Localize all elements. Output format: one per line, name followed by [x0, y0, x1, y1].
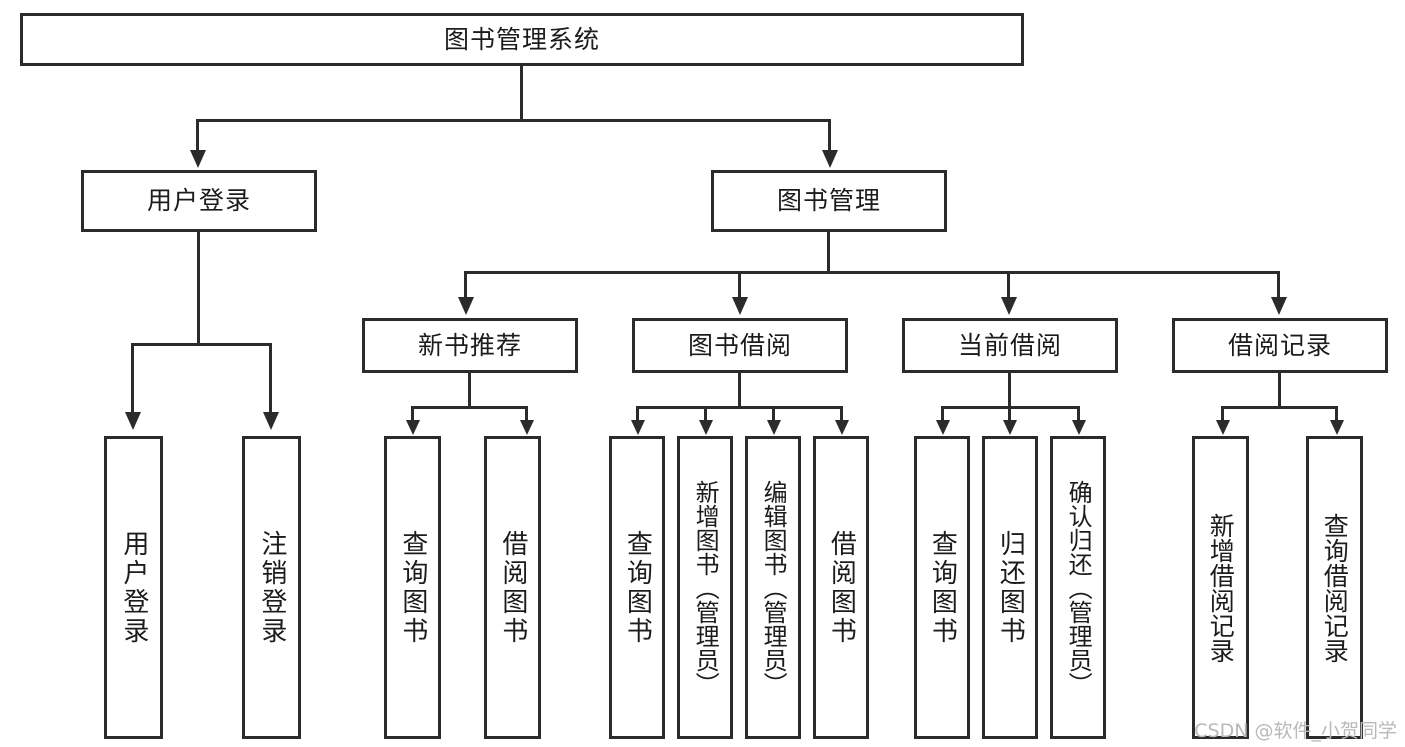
leaf-book-borrow-borrow-book[interactable]: 借阅图书	[813, 436, 869, 739]
node-label: 注销登录	[256, 529, 287, 646]
arrowhead-bb-leaf-4	[835, 420, 849, 435]
node-new-book-recommend[interactable]: 新书推荐	[362, 318, 578, 373]
connector-user-login-to-leaf-1	[131, 343, 134, 415]
connector-new-book-stem	[468, 373, 471, 406]
connector-root-bus	[196, 119, 831, 122]
leaf-current-borrow-return-book[interactable]: 归还图书	[982, 436, 1038, 739]
node-label: 当前借阅	[957, 330, 1062, 360]
leaf-current-borrow-confirm-return-admin[interactable]: 确认归还（管理员）	[1050, 436, 1106, 739]
leaf-new-book-query-book[interactable]: 查询图书	[384, 436, 441, 739]
node-label: 图书管理	[776, 186, 881, 216]
node-current-borrow[interactable]: 当前借阅	[902, 318, 1118, 373]
connector-cb-leaf-3	[1077, 406, 1080, 426]
arrowhead-newbook-leaf-2	[520, 420, 534, 435]
connector-book-management-bus	[464, 271, 1280, 274]
node-label: 查询图书	[622, 529, 653, 646]
arrowhead-bm-to-new-book	[458, 297, 474, 315]
arrowhead-br-leaf-1	[1216, 420, 1230, 435]
node-label: 归还图书	[995, 529, 1026, 646]
connector-user-login-bus	[131, 343, 272, 346]
connector-bm-to-borrow-records	[1277, 271, 1280, 300]
arrowhead-user-login-to-leaf-2	[263, 412, 279, 430]
node-root-book-management-system[interactable]: 图书管理系统	[20, 13, 1024, 66]
connector-new-book-bus	[411, 406, 528, 409]
node-user-login[interactable]: 用户登录	[81, 170, 317, 232]
leaf-user-login-login[interactable]: 用户登录	[104, 436, 163, 739]
connector-borrow-records-stem	[1278, 373, 1281, 406]
node-label: 新书推荐	[417, 330, 522, 360]
connector-book-management-stem	[827, 232, 830, 271]
connector-cb-leaf-2	[1008, 406, 1011, 426]
node-label: 图书借阅	[687, 330, 792, 360]
connector-bm-to-new-book	[464, 271, 467, 300]
connector-book-borrow-stem	[738, 373, 741, 406]
connector-br-leaf-1	[1221, 406, 1224, 426]
arrowhead-bm-to-book-borrow	[732, 297, 748, 315]
node-label: 查询借阅记录	[1320, 512, 1350, 663]
arrowhead-bb-leaf-3	[767, 420, 781, 435]
node-label: 用户登录	[146, 186, 251, 216]
leaf-book-borrow-edit-book-admin[interactable]: 编辑图书（管理员）	[745, 436, 801, 739]
arrowhead-cb-leaf-1	[936, 420, 950, 435]
arrowhead-newbook-leaf-1	[406, 420, 420, 435]
arrowhead-br-leaf-2	[1330, 420, 1344, 435]
connector-cb-leaf-1	[941, 406, 944, 426]
node-label: 图书管理系统	[443, 24, 600, 54]
leaf-new-book-borrow-book[interactable]: 借阅图书	[484, 436, 541, 739]
node-label: 新增借阅记录	[1206, 512, 1236, 663]
arrowhead-user-login-to-leaf-1	[125, 412, 141, 430]
leaf-borrow-records-query-record[interactable]: 查询借阅记录	[1306, 436, 1363, 739]
connector-bb-leaf-4	[840, 406, 843, 426]
leaf-current-borrow-query-book[interactable]: 查询图书	[914, 436, 970, 739]
connector-book-borrow-bus	[636, 406, 843, 409]
connector-bm-to-book-borrow	[738, 271, 741, 300]
connector-user-login-stem	[197, 232, 200, 343]
leaf-book-borrow-query-book[interactable]: 查询图书	[609, 436, 665, 739]
arrowhead-cb-leaf-2	[1003, 420, 1017, 435]
arrowhead-bm-to-current-borrow	[1001, 297, 1017, 315]
node-label: 查询图书	[397, 529, 428, 646]
node-label: 编辑图书（管理员）	[759, 479, 788, 696]
arrowhead-bb-leaf-2	[699, 420, 713, 435]
connector-current-borrow-stem	[1008, 373, 1011, 406]
connector-root-to-book-management	[828, 119, 831, 152]
arrowhead-root-to-user-login	[190, 150, 206, 168]
connector-borrow-records-bus	[1221, 406, 1338, 409]
leaf-borrow-records-add-record[interactable]: 新增借阅记录	[1192, 436, 1249, 739]
leaf-book-borrow-add-book-admin[interactable]: 新增图书（管理员）	[677, 436, 733, 739]
leaf-user-login-logout[interactable]: 注销登录	[242, 436, 301, 739]
connector-br-leaf-2	[1335, 406, 1338, 426]
node-book-management[interactable]: 图书管理	[711, 170, 947, 232]
connector-root-to-user-login	[196, 119, 199, 152]
arrowhead-root-to-book-management	[822, 150, 838, 168]
node-label: 借阅图书	[497, 529, 528, 646]
node-label: 借阅图书	[826, 529, 857, 646]
connector-bm-to-current-borrow	[1007, 271, 1010, 300]
arrowhead-bm-to-borrow-records	[1271, 297, 1287, 315]
node-label: 查询图书	[927, 529, 958, 646]
node-book-borrow[interactable]: 图书借阅	[632, 318, 848, 373]
node-label: 借阅记录	[1227, 330, 1332, 360]
connector-root-stem	[520, 66, 523, 119]
connector-user-login-to-leaf-2	[269, 343, 272, 415]
connector-bb-leaf-2	[704, 406, 707, 426]
arrowhead-bb-leaf-1	[631, 420, 645, 435]
connector-bb-leaf-3	[772, 406, 775, 426]
node-label: 用户登录	[118, 529, 149, 646]
node-label: 新增图书（管理员）	[691, 479, 720, 696]
connector-newbook-leaf-1	[411, 406, 414, 426]
arrowhead-cb-leaf-3	[1072, 420, 1086, 435]
node-borrow-records[interactable]: 借阅记录	[1172, 318, 1388, 373]
node-label: 确认归还（管理员）	[1064, 479, 1093, 696]
connector-newbook-leaf-2	[525, 406, 528, 426]
connector-bb-leaf-1	[636, 406, 639, 426]
